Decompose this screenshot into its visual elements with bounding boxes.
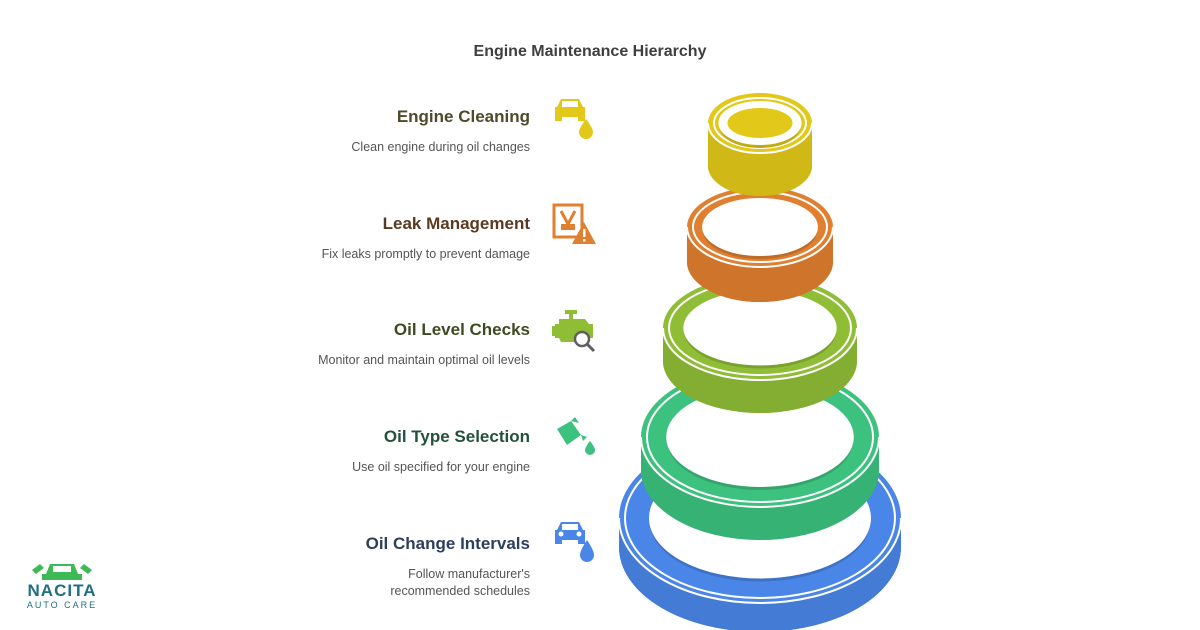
oil-can-icon xyxy=(557,417,595,455)
engine-search-icon xyxy=(552,310,596,353)
brand-logo: NACITA AUTO CARE xyxy=(22,554,102,610)
ring-level-1 xyxy=(707,93,813,196)
car-oil-drop-icon xyxy=(555,99,593,139)
level-description: Fix leaks promptly to prevent damage xyxy=(321,247,530,261)
ring-level-2 xyxy=(686,187,834,302)
level-heading: Engine Cleaning xyxy=(396,107,530,126)
page-title: Engine Maintenance Hierarchy xyxy=(473,43,707,60)
level-oil-type-selection: Oil Type Selection Use oil specified for… xyxy=(200,427,530,476)
ring-level-3 xyxy=(662,276,858,413)
level-engine-cleaning: Engine Cleaning Clean engine during oil … xyxy=(200,107,530,156)
level-heading: Leak Management xyxy=(382,214,530,233)
car-oil-drop-icon xyxy=(555,522,594,562)
leak-warning-icon xyxy=(552,203,596,244)
level-oil-level-checks: Oil Level Checks Monitor and maintain op… xyxy=(200,320,530,369)
car-logo-icon xyxy=(32,564,92,580)
level-heading: Oil Level Checks xyxy=(393,320,530,339)
level-heading: Oil Change Intervals xyxy=(365,534,530,553)
logo-tagline: AUTO CARE xyxy=(26,600,98,610)
level-leak-management: Leak Management Fix leaks promptly to pr… xyxy=(200,214,530,263)
level-oil-change-intervals: Oil Change Intervals Follow manufacturer… xyxy=(200,534,530,600)
level-description: Clean engine during oil changes xyxy=(351,140,530,154)
level-heading: Oil Type Selection xyxy=(383,427,530,446)
logo-name: NACITA xyxy=(27,581,97,600)
level-description: Use oil specified for your engine xyxy=(352,460,530,474)
level-description: Monitor and maintain optimal oil levels xyxy=(318,353,530,367)
level-description: Follow manufacturer's recommended schedu… xyxy=(390,567,530,598)
